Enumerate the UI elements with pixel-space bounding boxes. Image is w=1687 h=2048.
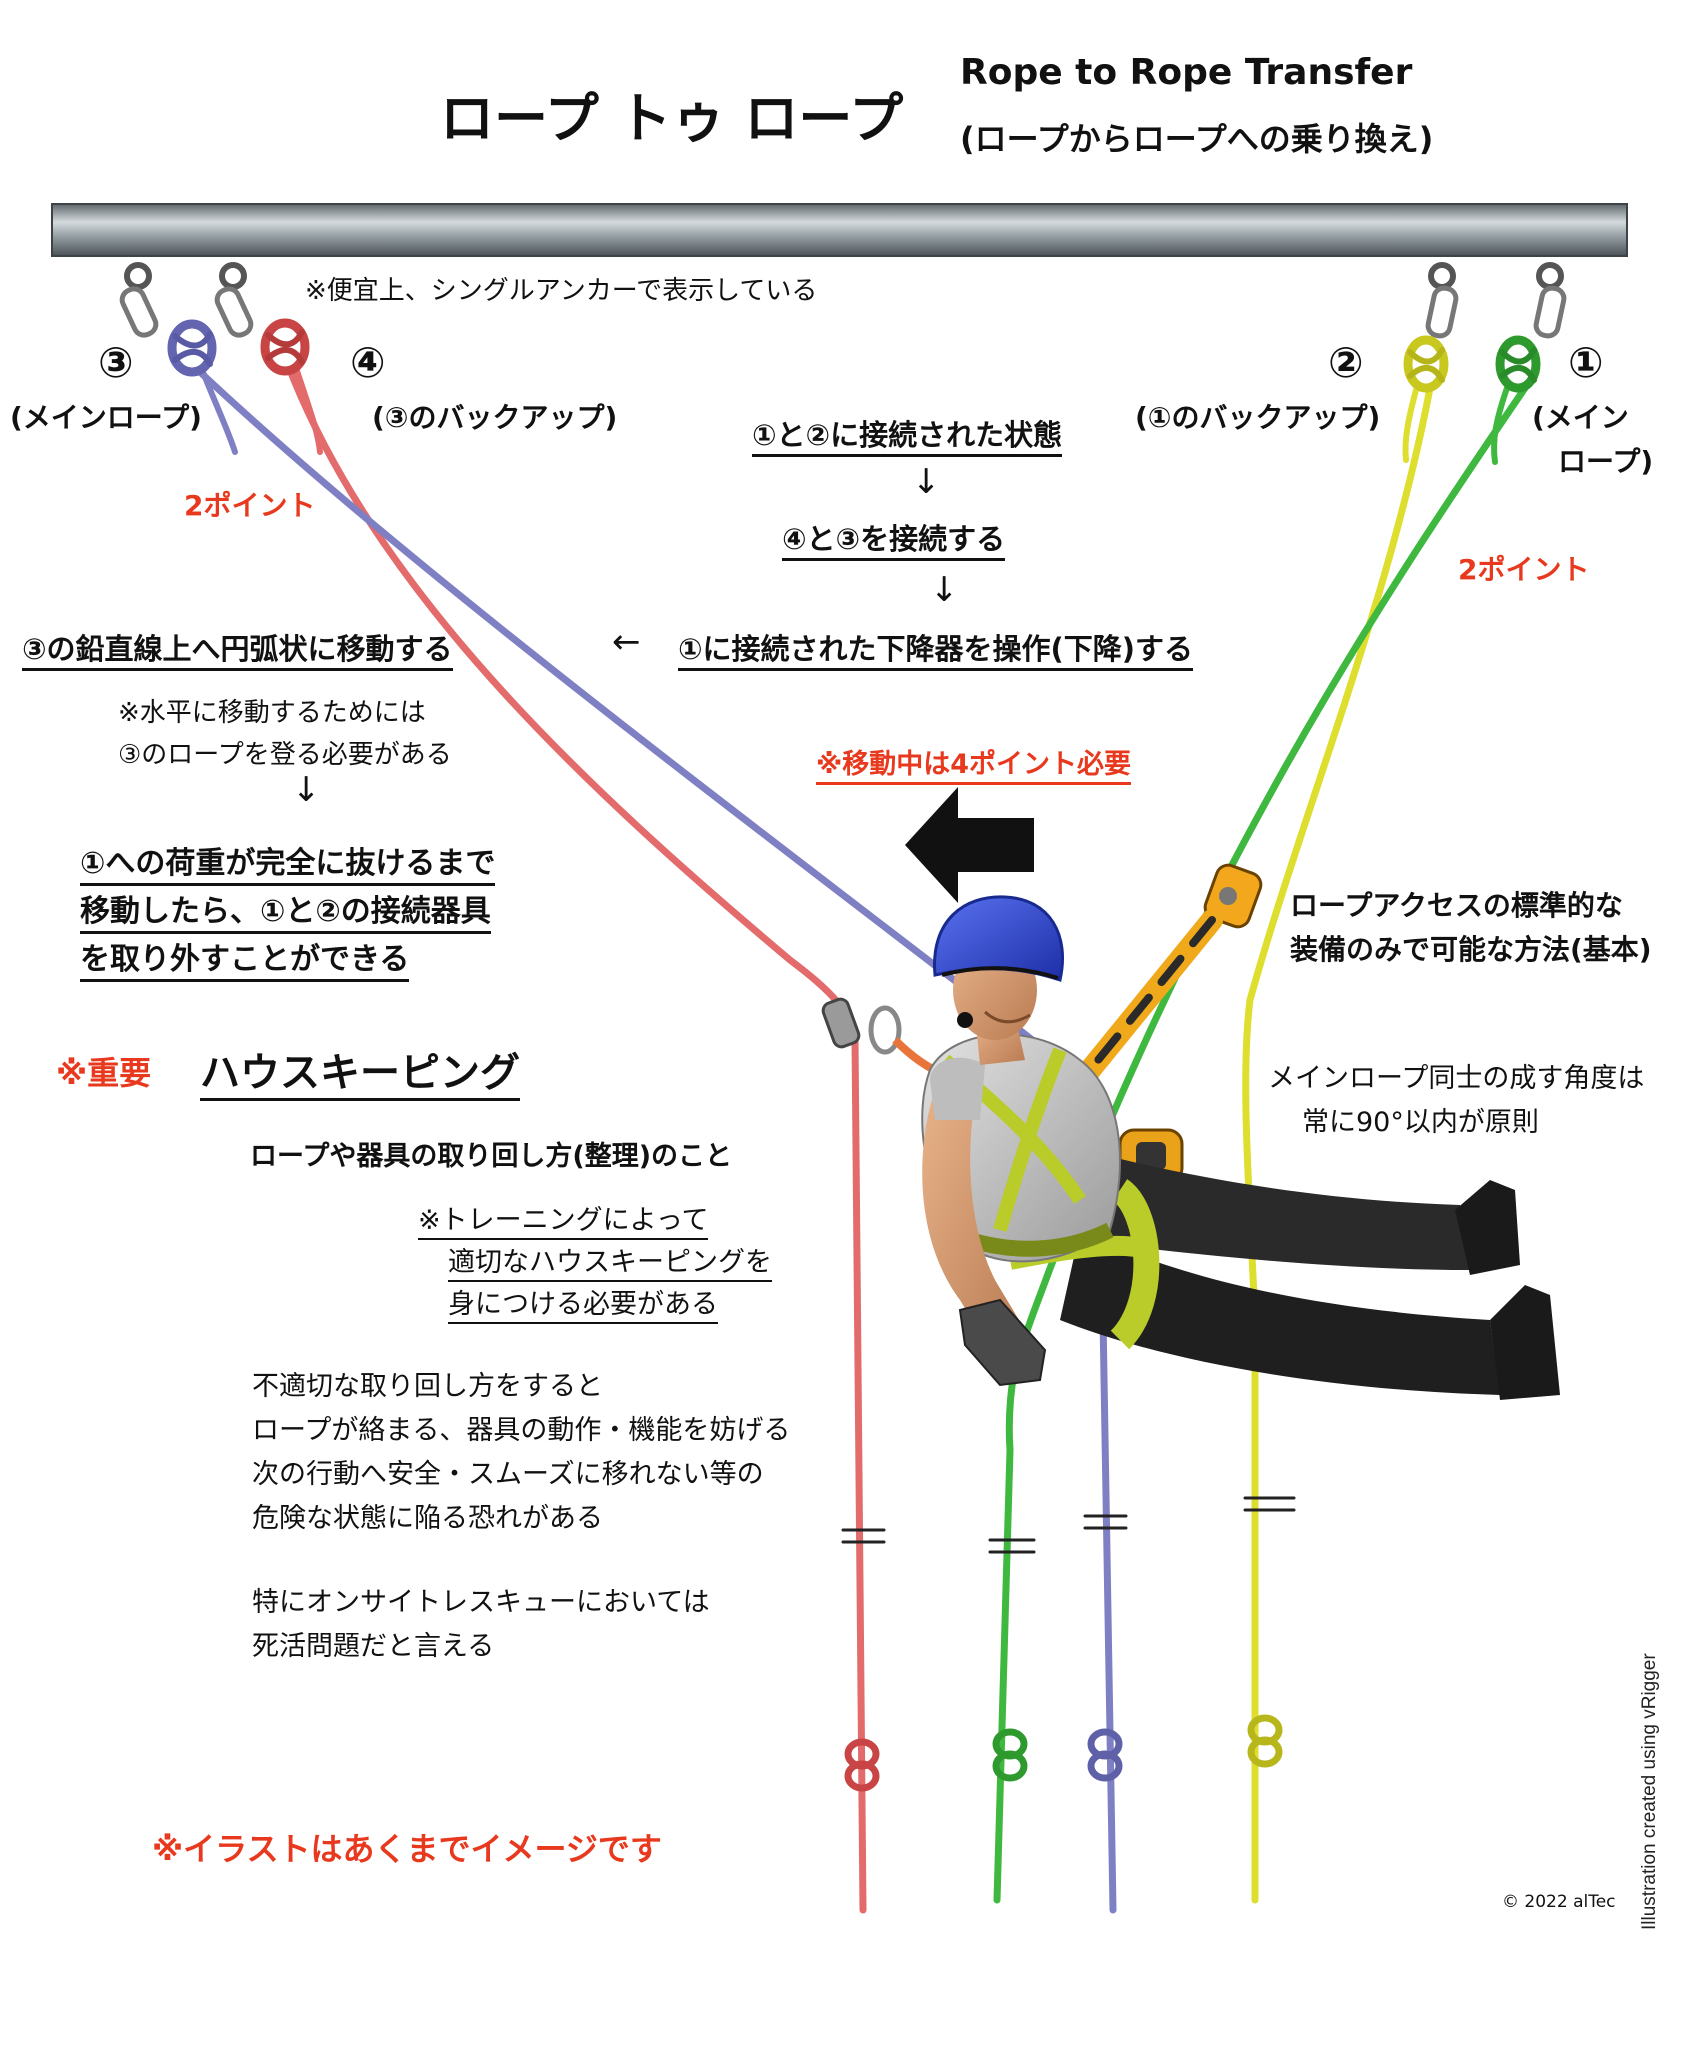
rope-4-number: ④ (350, 338, 386, 387)
standard-note-line2: 装備のみで可能な方法(基本) (1290, 933, 1652, 966)
backup-device (1079, 863, 1263, 1081)
climb-note-line1: ※水平に移動するためには (118, 698, 426, 728)
knot-rope-4 (260, 318, 310, 376)
anchor-rope-3 (119, 262, 159, 338)
housekeeping-body-2: ロープが絡まる、器具の動作・機能を妨げる (252, 1415, 791, 1446)
housekeeping-body-6: 死活問題だと言える (252, 1631, 495, 1662)
rope-4 (260, 318, 886, 1914)
arrow-down-3: ↓ (292, 770, 321, 810)
arrow-down-1: ↓ (912, 462, 941, 502)
knot-rope-3 (167, 319, 217, 377)
rope-3-label: (メインロープ) (10, 401, 202, 434)
knot-rope-2 (1403, 335, 1449, 393)
worker-figure (921, 895, 1560, 1400)
four-point-note: ※移動中は4ポイント必要 (816, 749, 1132, 785)
anchor-bar (52, 204, 1627, 256)
rope-1 (988, 335, 1541, 1904)
knot-rope-1 (1495, 335, 1541, 393)
copyright: © 2022 alTec (1502, 1892, 1616, 1912)
rope-1-label-line2: ロープ) (1558, 445, 1654, 478)
standard-note-line1: ロープアクセスの標準的な (1290, 889, 1623, 922)
training-line1: ※トレーニングによって (418, 1205, 709, 1240)
housekeeping-body-1: 不適切な取り回し方をすると (252, 1371, 603, 1402)
knot-rope-1-bottom (992, 1728, 1028, 1782)
anchor-note: ※便宜上、シングルアンカーで表示している (305, 276, 818, 306)
title-jp: ロープ トゥ ロープ (440, 87, 904, 150)
subtitle-jp: (ロープからロープへの乗り換え) (960, 120, 1434, 158)
arrow-down-2: ↓ (930, 570, 959, 610)
rope-1-label-line1: (メイン (1532, 401, 1629, 434)
rope-4-label: (③のバックアップ) (372, 401, 618, 434)
rope-3-number: ③ (98, 338, 134, 387)
training-line2: 適切なハウスキーピングを (448, 1247, 772, 1282)
climb-note-line2: ③のロープを登る必要がある (118, 740, 452, 770)
anchor-rope-4 (214, 262, 254, 338)
knot-rope-4-bottom (844, 1738, 880, 1792)
anchor-rope-2 (1425, 262, 1459, 339)
movement-arrow-icon (905, 787, 1034, 903)
image-note: ※イラストはあくまでイメージです (152, 1830, 662, 1868)
rope-2-number: ② (1328, 338, 1364, 387)
angle-note-line2: 常に90°以内が原則 (1302, 1107, 1539, 1138)
step-3: ①に接続された下降器を操作(下降)する (678, 632, 1194, 671)
step-2: ④と③を接続する (782, 522, 1006, 561)
important-label: ※重要 (56, 1054, 152, 1092)
rope-1-number: ① (1568, 338, 1604, 387)
side-credit: Illustration created using vRigger (1639, 1653, 1660, 1930)
remove-note-line1: ①への荷重が完全に抜けるまで (80, 846, 496, 886)
rope-2-label: (①のバックアップ) (1135, 401, 1381, 434)
housekeeping-body-3: 次の行動へ安全・スムーズに移れない等の (252, 1459, 764, 1490)
angle-note-line1: メインロープ同士の成す角度は (1268, 1063, 1645, 1094)
housekeeping-title: ハウスキーピング (200, 1050, 520, 1101)
knot-rope-3-bottom (1087, 1728, 1123, 1782)
anchor-rope-1 (1533, 262, 1567, 339)
remove-note-line2: 移動したら、①と②の接続器具 (80, 894, 491, 934)
arrow-left: ← (612, 622, 641, 662)
two-point-left: 2ポイント (184, 489, 316, 522)
two-point-right: 2ポイント (1458, 553, 1590, 586)
step-1: ①と②に接続された状態 (752, 418, 1063, 457)
rope-grab-device (821, 997, 947, 1079)
knot-rope-2-bottom (1247, 1714, 1283, 1768)
training-line3: 身につける必要がある (448, 1289, 718, 1324)
housekeeping-body-5: 特にオンサイトレスキューにおいては (252, 1587, 710, 1618)
remove-note-line3: を取り外すことができる (80, 942, 410, 982)
step-4: ③の鉛直線上へ円弧状に移動する (22, 632, 453, 671)
housekeeping-body-4: 危険な状態に陥る恐れがある (252, 1503, 603, 1534)
title-en: Rope to Rope Transfer (960, 52, 1413, 93)
housekeeping-definition: ロープや器具の取り回し方(整理)のこと (250, 1141, 733, 1172)
